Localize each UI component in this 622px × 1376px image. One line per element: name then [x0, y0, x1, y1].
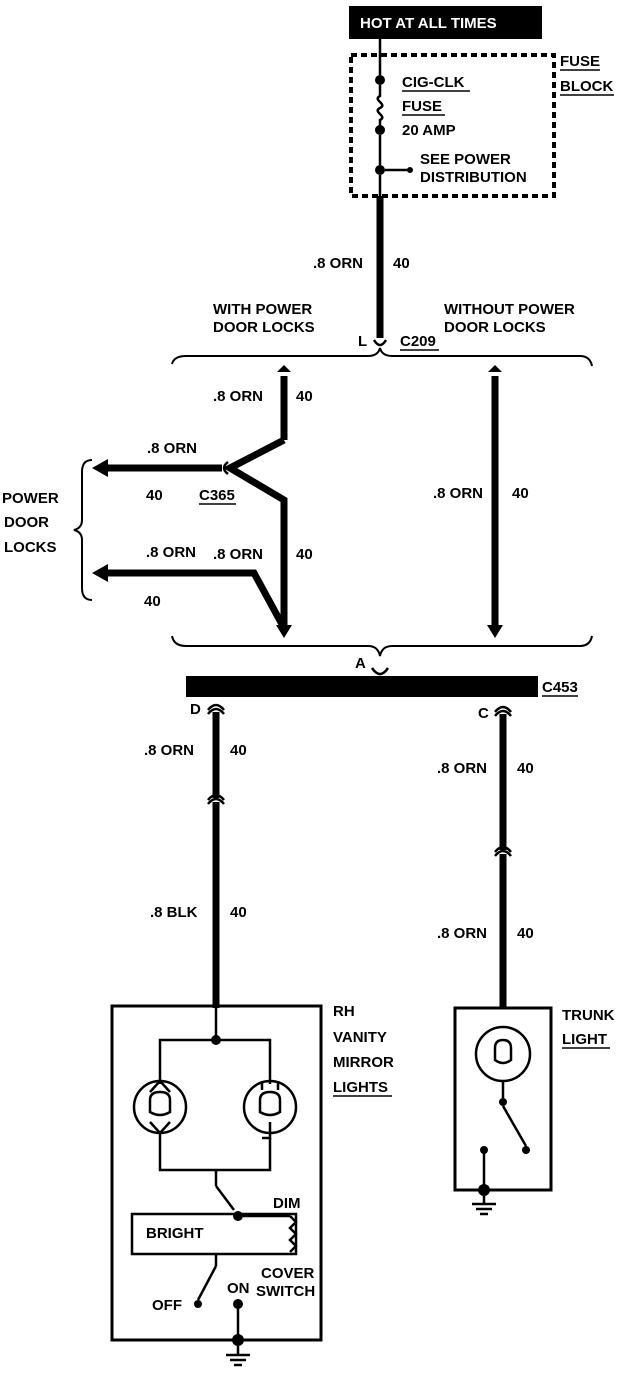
with-branch-circuit: 40 — [296, 388, 313, 405]
connector-c-icon — [494, 705, 512, 717]
vanity-label-line3: MIRROR — [333, 1054, 394, 1071]
trunk-light-outline — [453, 1006, 553, 1192]
off-label: OFF — [152, 1297, 182, 1314]
right-run-wire: .8 ORN 40 .8 ORN 40 — [437, 705, 534, 1008]
left-upper-size-color: .8 ORN — [144, 742, 194, 759]
right-lower-circuit: 40 — [517, 925, 534, 942]
arrow-left-icon — [92, 564, 108, 582]
vanity-mirror-component: BRIGHT DIM OFF ON COVER SWITCH — [110, 1004, 323, 1367]
header-banner: HOT AT ALL TIMES — [349, 6, 542, 39]
pdl-upper-size-color: .8 ORN — [147, 440, 197, 457]
c453-terminal-a: A — [355, 655, 366, 672]
pdl-lower-circuit: 40 — [144, 593, 161, 610]
bright-label: BRIGHT — [146, 1225, 204, 1242]
fuse-element-icon — [376, 85, 384, 126]
connector-d-icon — [207, 703, 225, 715]
arrow-up-icon — [488, 365, 502, 372]
dimmer-switch-icon — [215, 1185, 235, 1211]
c209-terminal: L — [358, 333, 367, 350]
with-option-line2: DOOR LOCKS — [213, 319, 315, 336]
c209-connector-icon — [372, 339, 388, 347]
ground-icon — [226, 1334, 250, 1367]
c365-connector-icon — [222, 461, 229, 475]
bulb-icon — [474, 1025, 532, 1083]
vanity-label-line1: RH — [333, 1003, 355, 1020]
switch-label: SWITCH — [256, 1283, 315, 1300]
c453-terminal-c: C — [478, 705, 489, 722]
c209-connector: C209 — [400, 333, 436, 350]
without-option-line2: DOOR LOCKS — [444, 319, 546, 336]
left-run-wire: .8 ORN 40 .8 BLK 40 — [144, 703, 247, 1008]
power-door-locks-brace — [73, 459, 93, 601]
right-upper-circuit: 40 — [517, 760, 534, 777]
without-branch-circuit: 40 — [512, 485, 529, 502]
without-branch-size-color: .8 ORN — [433, 485, 483, 502]
vanity-mirror-outline — [110, 1004, 323, 1342]
ground-icon — [472, 1184, 496, 1216]
pdl-label-line3: LOCKS — [4, 539, 57, 556]
fuse-name: CIG-CLK — [402, 74, 465, 91]
arrow-down-icon — [276, 625, 292, 638]
pdl-return-size-color: .8 ORN — [213, 546, 263, 563]
dim-label: DIM — [273, 1195, 301, 1212]
resistor-icon — [288, 1215, 298, 1253]
with-option-line1: WITH POWER — [213, 301, 312, 318]
top-option-brace — [171, 347, 593, 367]
inline-connector-icon — [207, 793, 225, 805]
c453-connector: C453 — [542, 679, 578, 696]
fuse-word: FUSE — [402, 98, 442, 115]
vanity-label-line2: VANITY — [333, 1029, 387, 1046]
inline-connector-icon — [494, 845, 512, 857]
trunk-switch-icon — [501, 1105, 528, 1147]
on-label: ON — [227, 1280, 250, 1297]
fuse-block-outline — [349, 53, 556, 198]
header-title: HOT AT ALL TIMES — [360, 15, 497, 32]
main-wire-circuit: 40 — [393, 255, 410, 272]
c365-connector: C365 — [199, 487, 235, 504]
c453-a-connector-icon — [370, 667, 390, 676]
vanity-label-line4: LIGHTS — [333, 1079, 388, 1096]
bulb-icon — [132, 1079, 188, 1135]
arrow-down-icon — [487, 625, 503, 638]
without-power-door-locks-branch: .8 ORN 40 — [433, 365, 529, 638]
c453-terminal-d: D — [190, 701, 201, 718]
trunk-label-line1: TRUNK — [562, 1007, 615, 1024]
left-lower-circuit: 40 — [230, 904, 247, 921]
see-power-line1: SEE POWER — [420, 151, 511, 168]
bottom-option-brace — [171, 635, 593, 657]
left-lower-size-color: .8 BLK — [150, 904, 198, 921]
pdl-upper-circuit: 40 — [146, 487, 163, 504]
cover-switch-icon — [196, 1265, 218, 1301]
left-upper-circuit: 40 — [230, 742, 247, 759]
with-branch-size-color: .8 ORN — [213, 388, 263, 405]
trunk-light-component — [453, 1006, 553, 1216]
trunk-label-line2: LIGHT — [562, 1031, 607, 1048]
with-power-door-locks-branch: .8 ORN 40 .8 ORN 40 C365 .8 ORN 40 .8 OR… — [92, 365, 313, 638]
pdl-return-circuit: 40 — [296, 546, 313, 563]
right-lower-size-color: .8 ORN — [437, 925, 487, 942]
pdl-label-line2: DOOR — [4, 514, 49, 531]
fuse-block-label-line1: FUSE — [560, 53, 600, 70]
right-upper-size-color: .8 ORN — [437, 760, 487, 777]
fuse-rating: 20 AMP — [402, 122, 456, 139]
pdl-lower-size-color: .8 ORN — [146, 544, 196, 561]
cover-label: COVER — [261, 1265, 315, 1282]
see-power-line2: DISTRIBUTION — [420, 169, 527, 186]
fuse-block: CIG-CLK FUSE 20 AMP SEE POWER DISTRIBUTI… — [349, 39, 556, 198]
arrow-left-icon — [92, 459, 108, 477]
c453-bus-bar — [186, 676, 538, 697]
main-wire-size-color: .8 ORN — [313, 255, 363, 272]
pdl-label-line1: POWER — [2, 490, 59, 507]
fuse-block-label-line2: BLOCK — [560, 78, 613, 95]
without-option-line1: WITHOUT POWER — [444, 301, 575, 318]
